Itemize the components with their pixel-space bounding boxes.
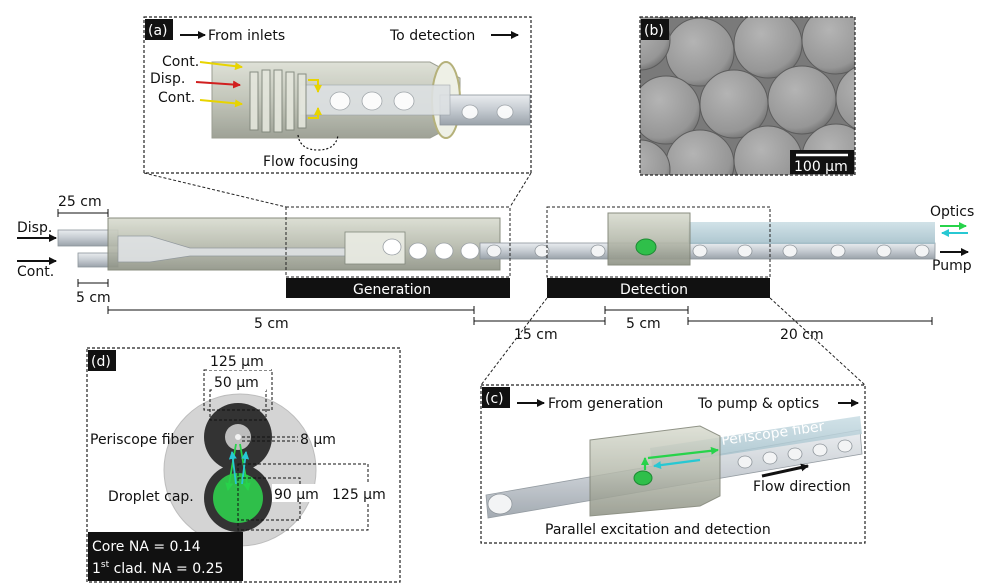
d-90um: 90 μm	[274, 487, 319, 503]
disp-arrow-a	[195, 80, 241, 89]
flow-direction-label: Flow direction	[753, 479, 851, 495]
light-ray-3	[228, 451, 237, 485]
pump-label: Pump	[932, 258, 972, 274]
length-15cm: 15 cm	[514, 327, 558, 343]
panel-d-tag-bg	[88, 350, 116, 371]
flow-direction-arrow	[761, 463, 809, 478]
nozzle-fins	[249, 69, 307, 133]
zoom-line-a-right	[509, 172, 532, 208]
clad-na: 1st clad. NA = 0.25	[92, 560, 223, 577]
length-25cm: 25 cm	[58, 194, 102, 210]
clad-na-prefix: 1	[92, 561, 101, 577]
disp-inlet-label: Disp.	[17, 220, 52, 236]
zoom-line-c-right	[769, 297, 866, 386]
panel-b: (b) 100 μm	[639, 16, 856, 176]
generation-box	[285, 206, 511, 278]
d125-right-bg	[330, 484, 392, 502]
d-periscope-fiber: Periscope fiber	[90, 432, 194, 448]
cont-top-label: Cont.	[162, 54, 199, 70]
zoom-line-c-left	[480, 297, 548, 386]
detection-banner	[547, 278, 770, 298]
d-droplet-cap: Droplet cap.	[108, 489, 194, 505]
c-droplets	[487, 439, 853, 515]
c-fiber-cyan-arrow	[653, 458, 701, 470]
periscope-core	[235, 434, 241, 440]
core-na: Core NA = 0.14	[92, 539, 201, 555]
from-generation-label: From generation	[548, 396, 663, 412]
panel-c-tag: (c)	[485, 391, 504, 407]
generation-banner	[286, 278, 510, 298]
d50-bg	[212, 373, 266, 391]
main-setup: Disp. Cont. 25 cm	[17, 194, 974, 343]
dimension-lines	[77, 279, 933, 325]
d-8um: 8 μm	[300, 432, 336, 448]
focus-arrow-bottom	[308, 107, 322, 119]
flow-focusing-label: Flow focusing	[263, 154, 358, 170]
cont-bottom-arrow	[199, 99, 243, 108]
detection-label: Detection	[620, 282, 688, 298]
outlet-capillary	[439, 94, 531, 126]
transport-droplets	[486, 244, 930, 258]
cont-top-arrow	[199, 61, 243, 71]
c-detected-droplet	[633, 470, 653, 486]
panel-b-tag: (b)	[644, 23, 664, 39]
clad-na-sup: st	[101, 560, 110, 570]
cont-inlet-label: Cont.	[17, 264, 54, 280]
light-ray-4	[241, 451, 250, 485]
zoom-line-a-left	[143, 172, 287, 208]
gen-droplets	[382, 238, 480, 260]
emulsion-droplets	[640, 17, 855, 175]
detected-droplet	[635, 238, 657, 256]
cont-bottom-label: Cont.	[158, 90, 195, 106]
length-20cm: 20 cm	[780, 327, 824, 343]
panel-d-tag: (d)	[91, 354, 111, 370]
panel-b-frame	[639, 16, 856, 176]
droplets-a	[329, 91, 514, 120]
d-125um-right: 125 μm	[332, 487, 386, 503]
panel-a: (a) From inlets To detection	[143, 16, 532, 174]
c-housing	[589, 425, 721, 517]
detection-render	[485, 416, 863, 519]
panel-a-tag-bg	[145, 19, 173, 40]
panel-c: (c) From generation To pump & optics Per…	[480, 384, 866, 544]
na-legend-bg	[88, 532, 243, 581]
length-5cm-detection: 5 cm	[626, 316, 661, 332]
d125-top-bg	[207, 352, 271, 370]
panel-d: (d) 125 μm 50 μm Periscope fiber 8 μm Dr…	[86, 347, 401, 583]
d-50um: 50 μm	[214, 375, 259, 391]
length-5cm-generation: 5 cm	[254, 316, 289, 332]
detection-box	[546, 206, 771, 278]
flow-focusing-render	[211, 61, 531, 139]
focus-arrow-top	[308, 79, 322, 93]
to-pump-optics-label: To pump & optics	[697, 396, 819, 412]
scalebar-label: 100 μm	[794, 159, 848, 175]
d90-bg	[272, 484, 328, 502]
disp-label-a: Disp.	[150, 71, 185, 87]
d-125um-top: 125 μm	[210, 354, 264, 370]
periscope-fiber-main	[688, 222, 935, 244]
clad-na-suffix: clad. NA = 0.25	[109, 561, 223, 577]
to-detection-label: To detection	[389, 28, 475, 44]
generation-label: Generation	[353, 282, 431, 298]
panel-b-tag-bg	[641, 19, 669, 40]
panel-c-tag-bg	[482, 387, 510, 408]
c-caption: Parallel excitation and detection	[545, 522, 771, 538]
c-fiber-green-arrow	[647, 446, 719, 460]
length-5cm-inlet: 5 cm	[76, 290, 111, 306]
from-inlets-label: From inlets	[208, 28, 285, 44]
panel-a-tag: (a)	[148, 23, 168, 39]
optics-label: Optics	[930, 204, 974, 220]
